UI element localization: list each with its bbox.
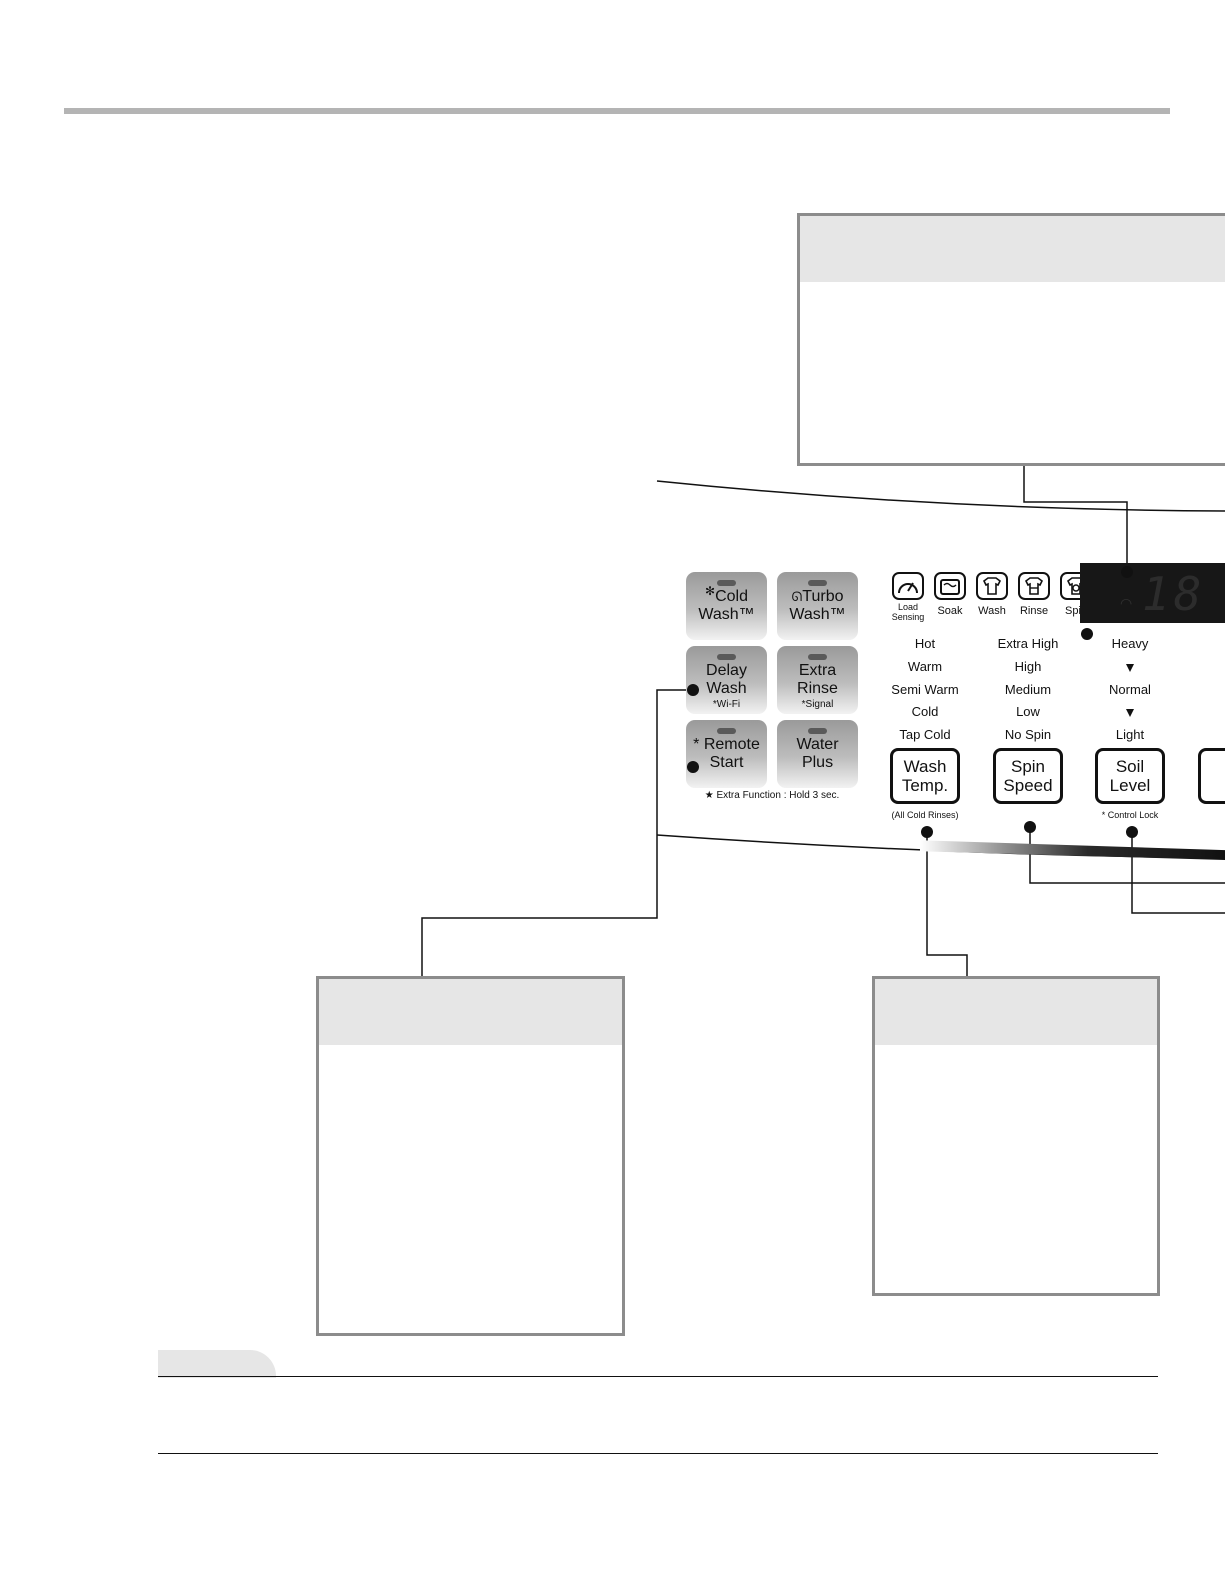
- panel-top-curve: [656, 480, 1225, 512]
- soil-level-footnote: * Control Lock: [1101, 810, 1159, 820]
- wash-temp-option: Semi Warm: [891, 682, 959, 697]
- leader-top: [1023, 466, 1128, 572]
- spin-speed-option: Low: [1016, 704, 1040, 719]
- turbo-wash-led: [808, 580, 827, 586]
- display-digits: 18: [1142, 567, 1206, 621]
- gauge-icon: [892, 572, 924, 600]
- tub-icon: [934, 572, 966, 600]
- delay-wash-line2: Wash: [706, 680, 747, 697]
- top-rule: [64, 108, 1170, 114]
- snowflake-icon: ✻: [705, 584, 716, 598]
- extra-function-note: ★ Extra Function : Hold 3 sec.: [704, 790, 840, 801]
- leader-wash-temp: [926, 832, 968, 978]
- extra-rinse-led: [808, 654, 827, 660]
- cold-wash-line2: Wash™: [698, 606, 755, 623]
- wash-temp-button-line2: Temp.: [901, 776, 949, 795]
- spin-speed-button[interactable]: Spin Speed: [993, 748, 1063, 804]
- swirl-icon: ᘏ: [791, 589, 803, 604]
- delay-wash-led: [717, 654, 736, 660]
- callout-options: [316, 976, 625, 1336]
- turbo-wash-line1: Turbo: [802, 588, 844, 605]
- load-sensing-label: Load Sensing: [891, 602, 925, 622]
- callout-display-header: [800, 216, 1225, 282]
- down-arrow-icon: [1126, 709, 1134, 717]
- note-bottom-rule: [158, 1453, 1158, 1454]
- soak-label: Soak: [937, 605, 963, 617]
- callout-wash-temp-header: [875, 979, 1157, 1045]
- soil-level-button-line1: Soil: [1115, 757, 1145, 776]
- soil-level-option: Normal: [1109, 682, 1151, 697]
- note-top-rule: [158, 1376, 1158, 1377]
- spin-speed-option: No Spin: [1004, 727, 1052, 742]
- soil-level-option: Light: [1115, 727, 1145, 742]
- spin-label: Spin: [1064, 605, 1088, 617]
- cold-wash-line1: Cold: [715, 588, 748, 605]
- callout-dot: [687, 684, 699, 696]
- soil-level-button[interactable]: Soil Level: [1095, 748, 1165, 804]
- cold-wash-led: [717, 580, 736, 586]
- callout-dot: [1081, 628, 1093, 640]
- callout-dot: [1024, 821, 1036, 833]
- wifi-icon: ◠: [1120, 595, 1133, 611]
- wash-temp-option: Tap Cold: [899, 727, 951, 742]
- spin-speed-button-line2: Speed: [1003, 776, 1053, 795]
- callout-dot: [1121, 566, 1133, 578]
- spin-speed-option: High: [1014, 659, 1042, 674]
- rinse-label: Rinse: [1019, 605, 1049, 617]
- partial-right-button[interactable]: [1198, 748, 1225, 804]
- water-plus-line2: Plus: [801, 754, 834, 771]
- soil-level-option: Heavy: [1111, 636, 1149, 651]
- extra-rinse-sub: *Signal: [801, 699, 834, 710]
- shirt-rinse-icon: [1018, 572, 1050, 600]
- down-arrow-icon: [1126, 664, 1134, 672]
- spin-speed-button-line1: Spin: [1010, 757, 1046, 776]
- callout-wash-temp: [872, 976, 1160, 1296]
- remote-start-line1: * Remote: [693, 736, 760, 753]
- extra-rinse-line2: Rinse: [797, 680, 838, 697]
- remote-start-button[interactable]: * Remote Start: [686, 720, 767, 788]
- turbo-wash-button[interactable]: ᘏTurbo Wash™: [777, 572, 858, 640]
- wash-temp-option: Warm: [907, 659, 943, 674]
- delay-wash-button[interactable]: Delay Wash *Wi-Fi: [686, 646, 767, 714]
- water-plus-button[interactable]: Water Plus: [777, 720, 858, 788]
- soil-level-button-line2: Level: [1109, 776, 1151, 795]
- callout-options-header: [319, 979, 622, 1045]
- digital-display: ◠ 18: [1080, 563, 1225, 623]
- remote-start-line2: Start: [709, 754, 744, 771]
- wash-label: Wash: [978, 605, 1006, 617]
- water-plus-line1: Water: [796, 736, 839, 753]
- wash-temp-option: Hot: [914, 636, 936, 651]
- wash-temp-option: Cold: [911, 704, 939, 719]
- wash-temp-button[interactable]: Wash Temp.: [890, 748, 960, 804]
- extra-rinse-button[interactable]: Extra Rinse *Signal: [777, 646, 858, 714]
- wash-temp-button-line1: Wash: [903, 757, 947, 776]
- note-tab: [158, 1350, 276, 1378]
- remote-start-led: [717, 728, 736, 734]
- water-plus-led: [808, 728, 827, 734]
- leader-left: [421, 689, 693, 978]
- shirt-wash-icon: [976, 572, 1008, 600]
- wash-temp-footnote: (All Cold Rinses): [891, 810, 959, 820]
- callout-display: [797, 213, 1225, 466]
- turbo-wash-line2: Wash™: [789, 606, 846, 623]
- cold-wash-button[interactable]: ✻Cold Wash™: [686, 572, 767, 640]
- spin-speed-option: Medium: [1004, 682, 1052, 697]
- callout-dot: [1126, 826, 1138, 838]
- delay-wash-sub: *Wi-Fi: [712, 699, 741, 710]
- delay-wash-line1: Delay: [706, 662, 747, 679]
- leader-soil-level: [1131, 832, 1225, 914]
- callout-dot: [921, 826, 933, 838]
- spin-speed-option: Extra High: [997, 636, 1059, 651]
- callout-dot: [687, 761, 699, 773]
- extra-rinse-line1: Extra: [798, 662, 837, 679]
